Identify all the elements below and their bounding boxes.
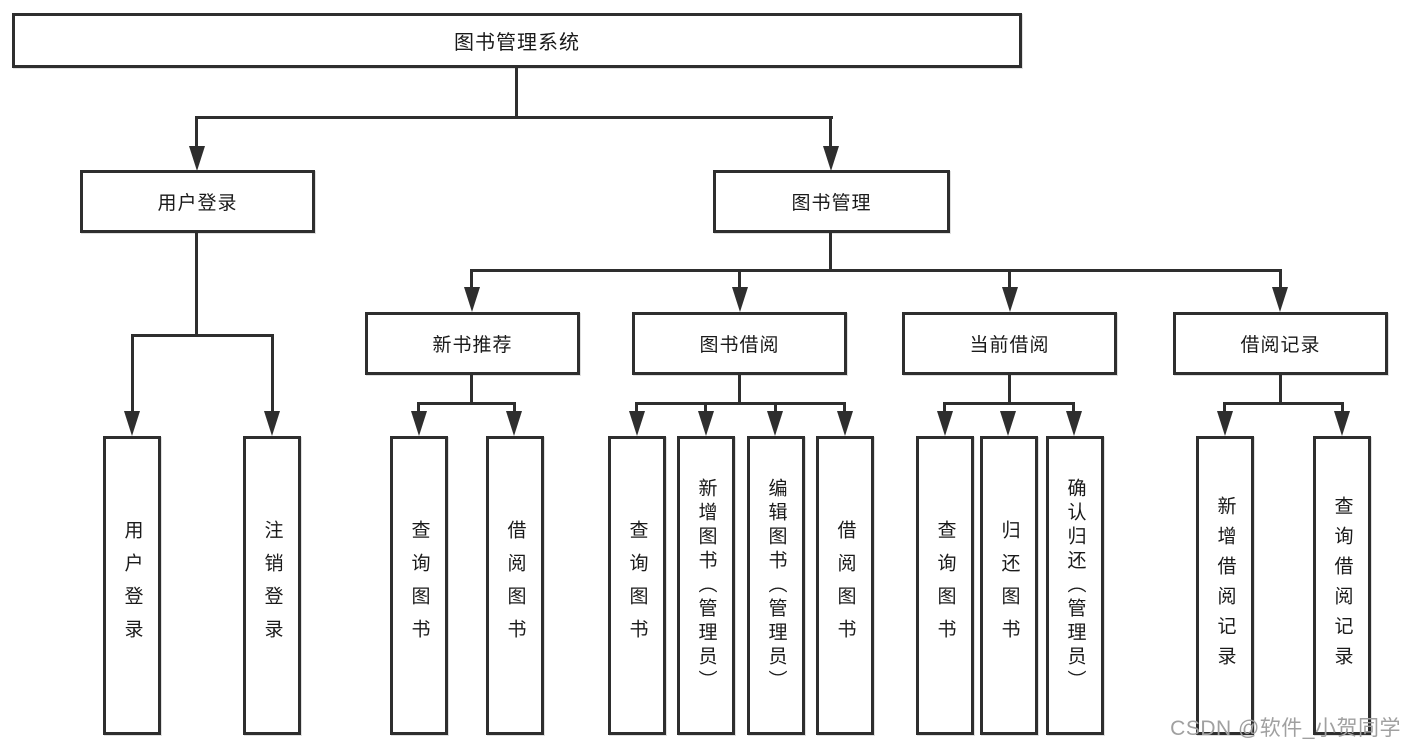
arrow-down-icon (189, 146, 205, 171)
connector-line (843, 402, 846, 414)
connector-line (195, 116, 833, 119)
connector-line (1279, 375, 1282, 405)
connector-line (417, 402, 516, 405)
node-book-management: 图书管理 (713, 170, 950, 233)
leaf-query-books-current: 查询图书 (916, 436, 974, 735)
node-user-login: 用户登录 (80, 170, 315, 233)
node-book-borrowing: 图书借阅 (632, 312, 847, 375)
connector-line (943, 402, 1075, 405)
leaf-add-book-admin: 新增图书（管理员） (677, 436, 735, 735)
connector-line (131, 334, 134, 414)
leaf-user-login: 用户登录 (103, 436, 161, 735)
leaf-edit-book-admin: 编辑图书（管理员） (747, 436, 805, 735)
connector-line (704, 402, 707, 414)
arrow-down-icon (732, 287, 748, 312)
arrow-down-icon (464, 287, 480, 312)
connector-line (417, 402, 420, 414)
leaf-query-borrow-record: 查询借阅记录 (1313, 436, 1371, 735)
leaf-logout: 注销登录 (243, 436, 301, 735)
node-current-borrowing: 当前借阅 (902, 312, 1117, 375)
connector-line (1279, 269, 1282, 290)
arrow-down-icon (937, 411, 953, 436)
connector-line (470, 375, 473, 405)
connector-line (195, 233, 198, 336)
leaf-return-book: 归还图书 (980, 436, 1038, 735)
arrow-down-icon (837, 411, 853, 436)
connector-line (943, 402, 946, 414)
arrow-down-icon (1272, 287, 1288, 312)
node-library-management-system: 图书管理系统 (12, 13, 1022, 68)
arrow-down-icon (1334, 411, 1350, 436)
leaf-query-books-recommend: 查询图书 (390, 436, 448, 735)
connector-line (470, 269, 473, 290)
connector-line (1072, 402, 1075, 414)
leaf-borrow-books-recommend: 借阅图书 (486, 436, 544, 735)
leaf-confirm-return-admin: 确认归还（管理员） (1046, 436, 1104, 735)
arrow-down-icon (124, 411, 140, 436)
connector-line (271, 334, 274, 414)
node-new-book-recommend: 新书推荐 (365, 312, 580, 375)
arrow-down-icon (767, 411, 783, 436)
connector-line (635, 402, 846, 405)
connector-line (774, 402, 777, 414)
connector-line (1223, 402, 1344, 405)
node-borrowing-records: 借阅记录 (1173, 312, 1388, 375)
arrow-down-icon (411, 411, 427, 436)
leaf-query-books-borrowing: 查询图书 (608, 436, 666, 735)
connector-line (635, 402, 638, 414)
arrow-down-icon (698, 411, 714, 436)
arrow-down-icon (1066, 411, 1082, 436)
connector-line (738, 269, 741, 290)
connector-line (470, 269, 1282, 272)
connector-line (1008, 269, 1011, 290)
leaf-borrow-books: 借阅图书 (816, 436, 874, 735)
leaf-add-borrow-record: 新增借阅记录 (1196, 436, 1254, 735)
connector-line (1008, 375, 1011, 405)
arrow-down-icon (1002, 287, 1018, 312)
connector-line (829, 116, 832, 150)
arrow-down-icon (1217, 411, 1233, 436)
connector-line (1341, 402, 1344, 414)
connector-line (131, 334, 274, 337)
connector-line (738, 375, 741, 405)
connector-line (829, 233, 832, 272)
watermark: CSDN @软件_小贺同学 (1170, 717, 1401, 740)
connector-line (1223, 402, 1226, 414)
connector-line (513, 402, 516, 414)
connector-line (195, 116, 198, 150)
connector-line (515, 68, 518, 118)
arrow-down-icon (629, 411, 645, 436)
arrow-down-icon (823, 146, 839, 171)
arrow-down-icon (264, 411, 280, 436)
arrow-down-icon (506, 411, 522, 436)
arrow-down-icon (1000, 411, 1016, 436)
